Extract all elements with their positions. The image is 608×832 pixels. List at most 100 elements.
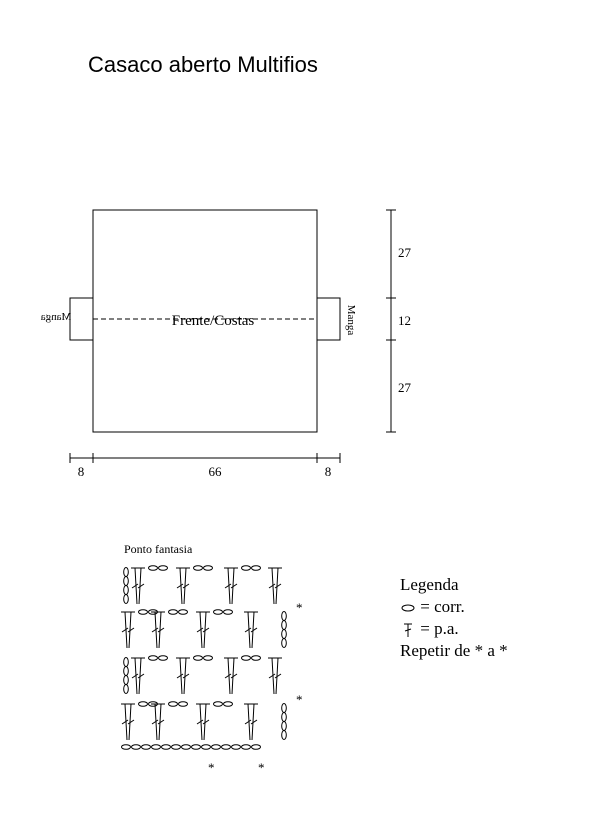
repeat-marker-bottom-left: * [208,760,215,775]
chain-stitch [168,609,178,615]
chain-stitch [211,744,221,750]
double-crochet-stitch [182,567,190,605]
chain-stitch [131,744,141,750]
chain-stitch [123,576,129,586]
double-crochet-stitch [244,611,252,649]
chain-stitch [158,655,168,661]
double-crochet-stitch [121,703,129,741]
chain-stitch [141,744,151,750]
chain-stitch [178,609,188,615]
chart-title: Ponto fantasia [124,542,193,556]
chain-stitch [241,565,251,571]
chain-stitch [123,567,129,577]
legend: Legenda = corr. = p.a. Repetir de * a * [400,574,508,662]
sleeve-left-label: Manga [41,311,72,323]
chain-stitch [123,684,129,694]
page-title: Casaco aberto Multifios [88,52,318,77]
chain-stitch [281,638,287,648]
double-crochet-stitch [131,567,139,605]
sleeve-left [69,297,94,341]
chain-stitch [171,744,181,750]
chain-stitch [203,565,213,571]
chain-stitch [121,744,131,750]
double-crochet-stitch [182,657,190,695]
chain-stitch [221,744,231,750]
chain-stitch [168,701,178,707]
chain-stitch [158,565,168,571]
chain-stitch [148,655,158,661]
chain-stitch [251,655,261,661]
double-crochet-stitch [127,703,135,741]
chain-stitch [223,609,233,615]
chain-stitch [138,701,148,707]
chain-stitch [281,620,287,630]
legend-chain-text: = corr. [420,597,465,616]
body-label: Frente/Costas [172,313,255,329]
double-crochet-stitch [224,657,232,695]
height-middle-label: 12 [398,313,411,328]
double-crochet-stitch [137,657,145,695]
double-crochet-stitch [244,703,252,741]
chain-stitch [191,744,201,750]
repeat-marker-row4: * [296,692,303,707]
chain-stitch [241,655,251,661]
vertical-dimension [386,209,396,433]
double-crochet-stitch [121,611,129,649]
double-crochet-stitch [157,611,165,649]
chain-stitch [123,657,129,667]
double-crochet-icon [400,618,416,640]
double-crochet-stitch [250,611,258,649]
chain-stitch [181,744,191,750]
width-right-label: 8 [325,464,332,479]
chain-stitch [193,655,203,661]
chain-stitch [123,594,129,604]
double-crochet-stitch [202,703,210,741]
double-crochet-stitch [151,611,159,649]
stitch-chart [121,565,287,750]
chain-stitch [151,744,161,750]
chain-stitch [178,701,188,707]
chain-stitch [281,730,287,740]
double-crochet-stitch [268,567,276,605]
double-crochet-stitch [268,657,276,695]
chain-stitch [281,629,287,639]
width-left-label: 8 [78,464,85,479]
sleeve-right [316,297,341,341]
double-crochet-stitch [137,567,145,605]
double-crochet-stitch [274,567,282,605]
double-crochet-stitch [176,567,184,605]
chain-stitch [251,565,261,571]
chain-stitch [213,701,223,707]
sleeve-right-label: Manga [345,305,357,336]
double-crochet-stitch [230,567,238,605]
height-bottom-label: 27 [398,380,412,395]
repeat-marker-bottom-right: * [258,760,265,775]
double-crochet-stitch [274,657,282,695]
chain-stitch [241,744,251,750]
height-top-label: 27 [398,245,412,260]
double-crochet-stitch [250,703,258,741]
chain-stitch [281,703,287,713]
chain-stitch [203,655,213,661]
chain-stitch [161,744,171,750]
chain-stitch [148,565,158,571]
double-crochet-stitch [196,611,204,649]
legend-dc-text: = p.a. [420,619,459,638]
chain-stitch [223,701,233,707]
legend-chain-row: = corr. [400,596,508,618]
chain-stitch [213,609,223,615]
legend-dc-row: = p.a. [400,618,508,640]
chain-stitch [123,666,129,676]
width-center-label: 66 [209,464,223,479]
double-crochet-stitch [196,703,204,741]
legend-heading: Legenda [400,575,459,594]
chain-stitch [231,744,241,750]
chain-stitch [193,565,203,571]
double-crochet-stitch [230,657,238,695]
chain-stitch [123,585,129,595]
chain-stitch [281,611,287,621]
chain-stitch [201,744,211,750]
double-crochet-stitch [157,703,165,741]
double-crochet-stitch [127,611,135,649]
